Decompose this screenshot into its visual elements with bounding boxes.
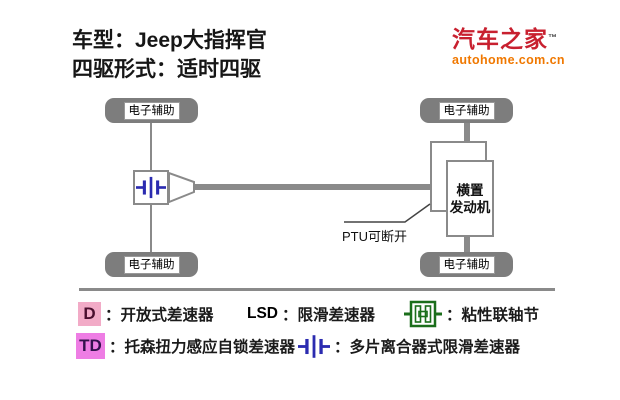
open-diff-key-badge: D: [78, 302, 101, 326]
wheel-assist-label: 电子辅助: [123, 255, 180, 274]
autohome-logo: 汽车之家™ autohome.com.cn: [452, 27, 565, 67]
legend-viscous-coupling: ：粘性联轴节: [404, 300, 540, 328]
logo-brand-text: 汽车之家: [452, 26, 548, 52]
legend-lsd: LSD ：限滑差速器: [247, 301, 375, 327]
rear-coupler-box: [133, 170, 169, 205]
lsd-key-label: LSD: [247, 305, 278, 322]
transverse-engine-box: 横置 发动机: [446, 160, 494, 237]
open-diff-desc: ：开放式差速器: [105, 307, 214, 324]
drive-type-line: 四驱形式：适时四驱: [72, 58, 261, 81]
wheel-front-left: 电子辅助: [105, 98, 198, 123]
legend-open-diff: D ：开放式差速器: [78, 301, 214, 327]
logo-domain-text: autohome.com.cn: [452, 53, 565, 67]
viscous-coupling-desc: ：粘性联轴节: [446, 307, 540, 324]
ptu-note: PTU可断开: [342, 229, 408, 244]
trademark-symbol: ™: [548, 32, 557, 43]
right-axle-lower-line: [464, 236, 470, 253]
wheel-assist-label: 电子辅助: [438, 101, 495, 120]
wheel-front-right: 电子辅助: [420, 98, 513, 123]
multi-plate-clutch-icon: [136, 174, 166, 201]
title-block: 车型：Jeep大指挥官 四驱形式：适时四驱: [72, 26, 267, 84]
lsd-desc: ：限滑差速器: [282, 307, 376, 324]
legend-multi-plate-clutch: ：多片离合器式限滑差速器: [298, 333, 520, 359]
torsen-key-badge: TD: [76, 333, 105, 359]
multi-plate-clutch-desc: ：多片离合器式限滑差速器: [334, 339, 521, 356]
viscous-coupling-icon: [404, 300, 442, 328]
ptu-leader-line: [344, 203, 431, 223]
wheel-assist-label: 电子辅助: [438, 255, 495, 274]
wheel-assist-label: 电子辅助: [123, 101, 180, 120]
legend-torsen: TD ：托森扭力感应自锁差速器: [76, 333, 295, 359]
multi-plate-clutch-icon: [298, 334, 330, 359]
wheel-rear-right: 电子辅助: [420, 252, 513, 277]
legend-divider: [79, 288, 555, 291]
engine-label-line2: 发动机: [449, 199, 491, 215]
engine-label-line1: 横置: [456, 182, 484, 198]
propshaft-line: [193, 184, 431, 190]
shaft-cone-shape: [168, 171, 195, 204]
torsen-desc: ：托森扭力感应自锁差速器: [109, 339, 296, 356]
vehicle-model-line: 车型：Jeep大指挥官: [72, 29, 267, 52]
right-axle-upper-line: [464, 123, 470, 143]
wheel-rear-left: 电子辅助: [105, 252, 198, 277]
